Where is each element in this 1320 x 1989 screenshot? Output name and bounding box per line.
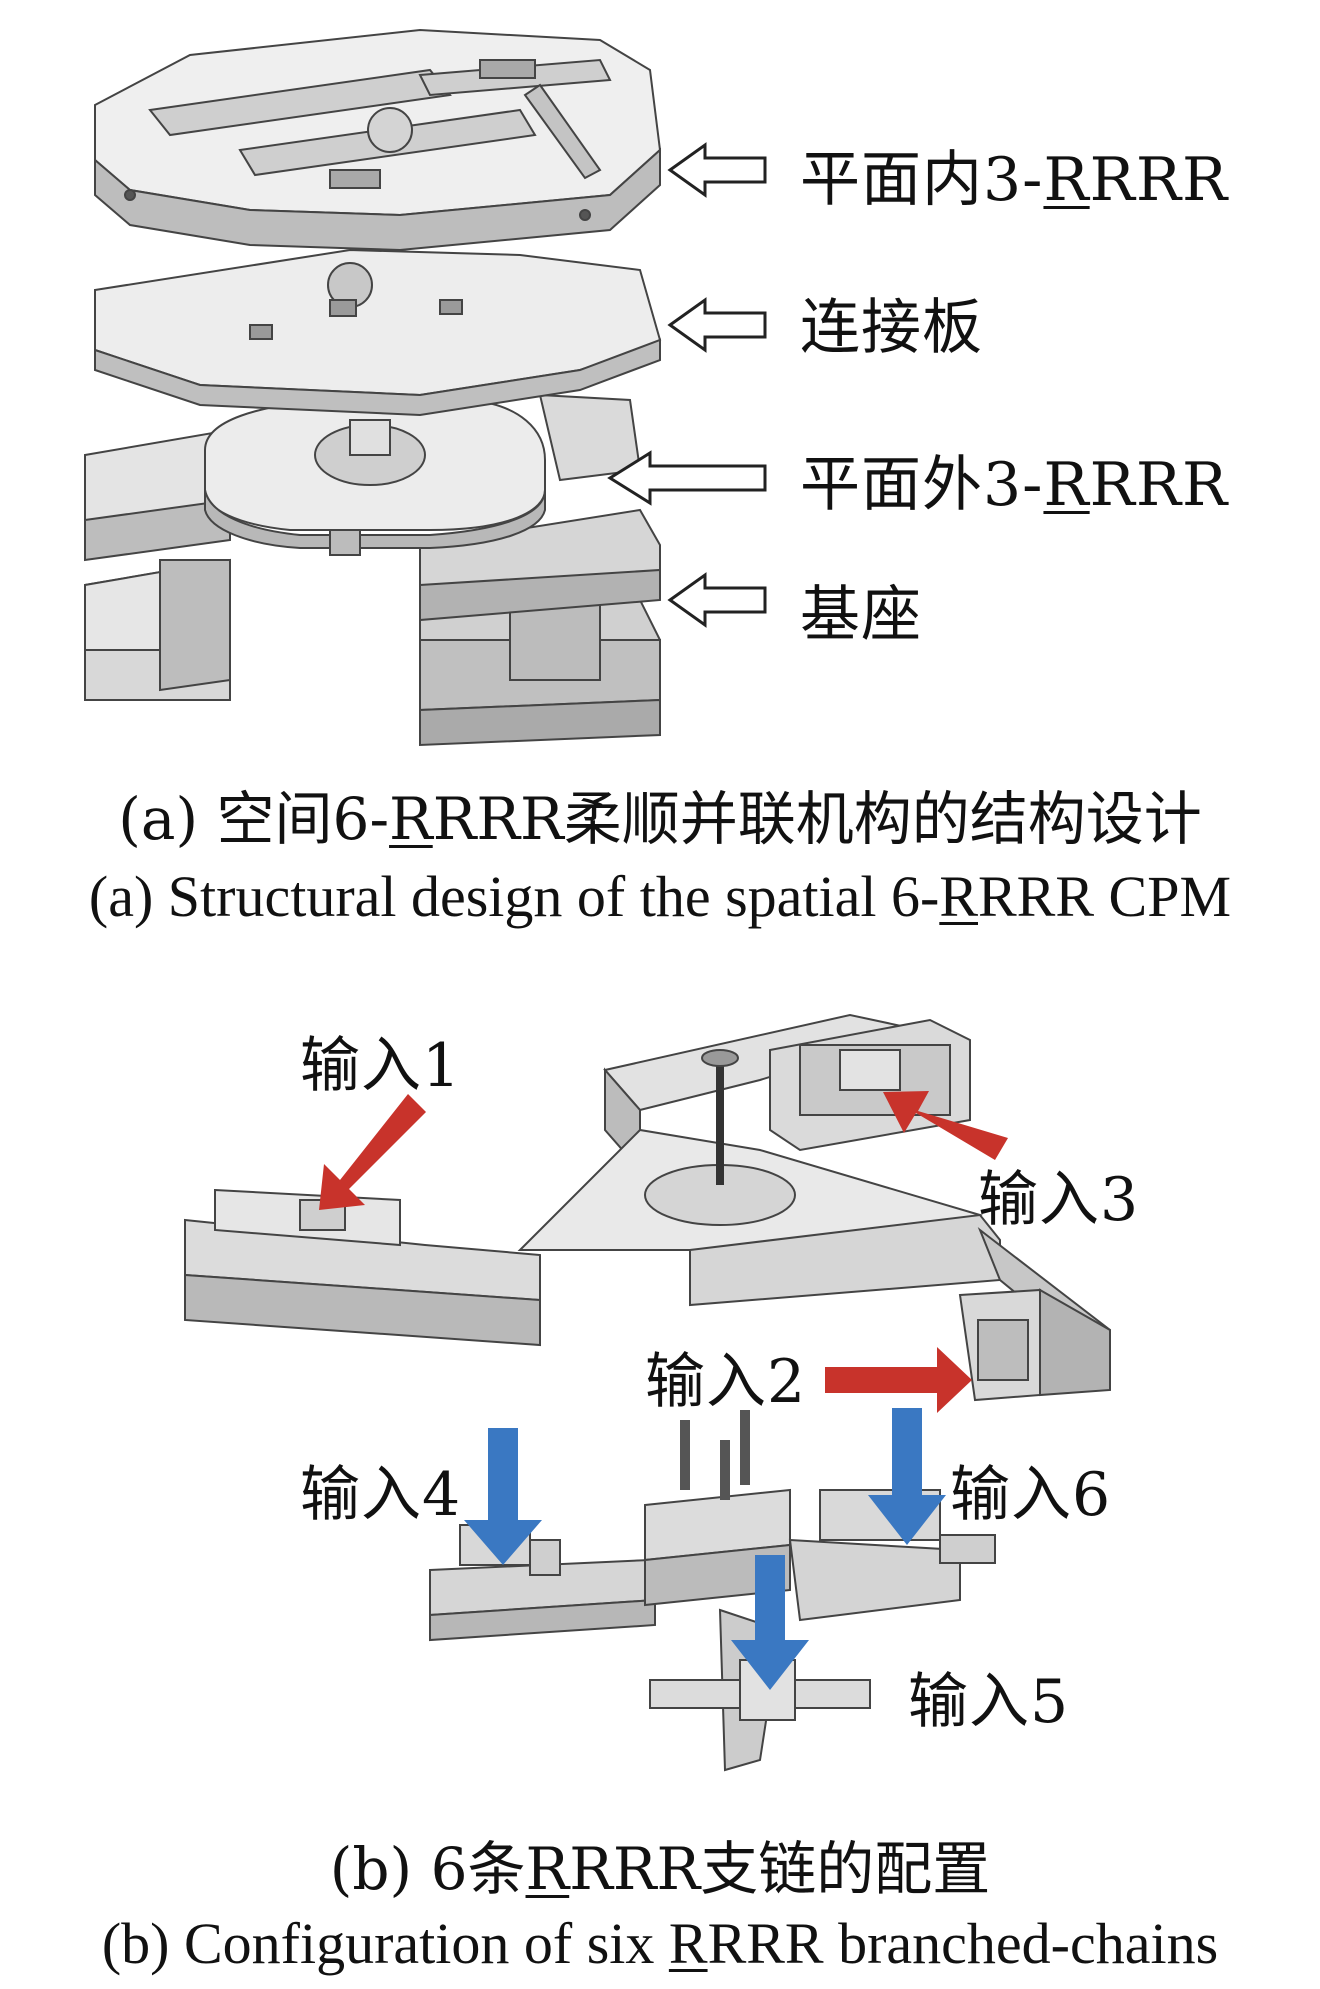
hollow-arrows bbox=[607, 142, 767, 628]
label-out-of-plane-3rrrr: 平面外3-RRRR bbox=[800, 450, 1229, 520]
caption-b-cn: (b) 6条RRRR支链的配置 bbox=[329, 1835, 991, 1903]
blue-input-arrows bbox=[464, 1408, 946, 1690]
hollow-arrow-out-of-plane bbox=[607, 450, 767, 506]
label-base: 基座 bbox=[800, 580, 922, 650]
caption-a-cn: (a) 空间6-RRRR柔顺并联机构的结构设计 bbox=[118, 785, 1202, 853]
label-input-3: 输入3 bbox=[978, 1165, 1140, 1235]
input-4-arrow bbox=[464, 1428, 542, 1565]
panel-a-assembly bbox=[84, 28, 767, 747]
input-5-arrow bbox=[731, 1555, 809, 1690]
connection-plate bbox=[94, 248, 662, 417]
lower-mechanism bbox=[429, 1410, 996, 1772]
hollow-arrow-base bbox=[667, 572, 767, 628]
label-input-1: 输入1 bbox=[300, 1031, 462, 1101]
input-2-arrow bbox=[825, 1347, 972, 1413]
out-of-plane-stage bbox=[84, 393, 661, 622]
label-input-2: 输入2 bbox=[645, 1347, 807, 1417]
label-input-6: 输入6 bbox=[950, 1460, 1112, 1530]
hollow-arrow-connection-plate bbox=[667, 297, 767, 353]
in-plane-stage bbox=[94, 28, 662, 252]
panel-b-assembly bbox=[184, 1013, 1111, 1772]
caption-a-en: (a) Structural design of the spatial 6-R… bbox=[88, 864, 1232, 929]
label-in-plane-3rrrr: 平面内3-RRRR bbox=[800, 145, 1229, 215]
label-input-5: 输入5 bbox=[908, 1667, 1070, 1737]
input-1-arrow bbox=[319, 1094, 426, 1210]
hollow-arrow-in-plane bbox=[667, 142, 767, 198]
input-3-arrow bbox=[883, 1091, 1008, 1160]
input-6-arrow bbox=[868, 1408, 946, 1545]
label-input-4: 输入4 bbox=[300, 1460, 462, 1530]
label-connection-plate: 连接板 bbox=[800, 293, 983, 363]
caption-b-en: (b) Configuration of six RRRR branched-c… bbox=[101, 1911, 1219, 1976]
red-input-arrows bbox=[319, 1091, 1008, 1413]
